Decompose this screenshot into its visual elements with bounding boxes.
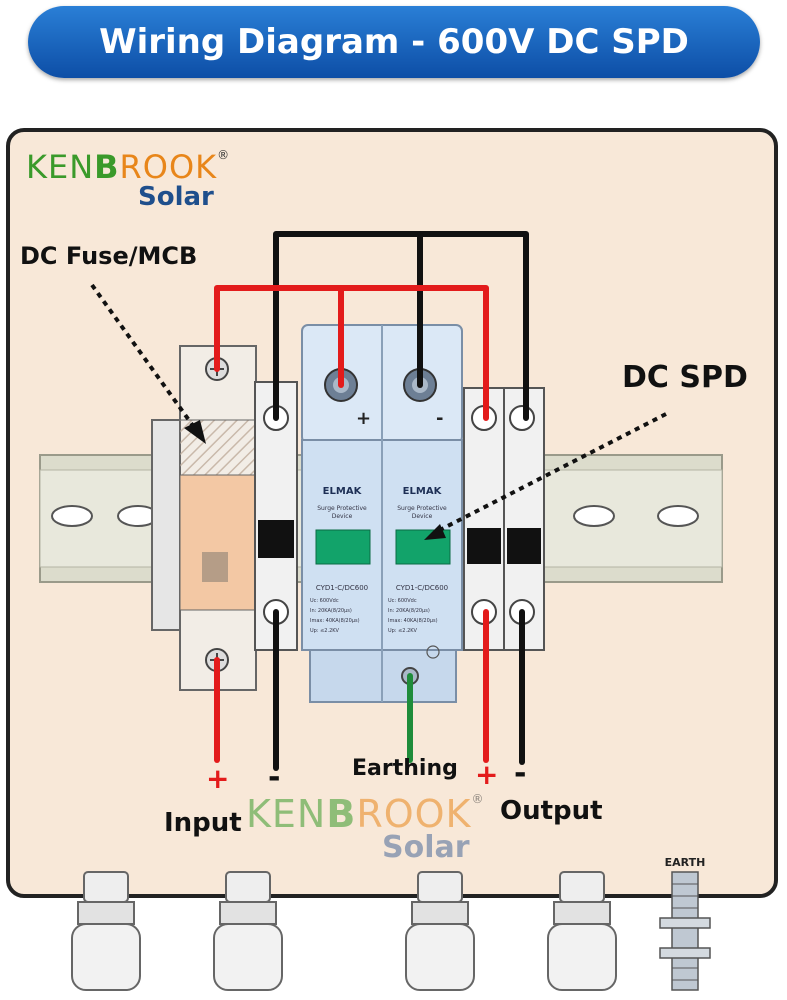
label-earthing: Earthing: [352, 756, 458, 781]
logo-solar: Solar: [138, 182, 214, 212]
cable-gland: [213, 871, 283, 991]
earth-bolt: EARTH: [659, 856, 711, 991]
spd-subtitle-right-1: Surge Protective: [397, 505, 447, 512]
label-output: Output: [500, 796, 603, 826]
arrow-dc-fuse: [90, 283, 206, 444]
terminal-block-output-positive: [463, 387, 505, 651]
spd-brand-right: ELMAK: [403, 486, 443, 497]
label-dc-spd: DC SPD: [622, 360, 748, 395]
spd-model-left: CYD1-C/DC600: [316, 584, 368, 592]
rail-slot: [573, 505, 615, 527]
title-banner: Wiring Diagram - 600V DC SPD: [28, 6, 760, 78]
dc-fuse-holder: [151, 345, 257, 691]
spd-spec-uc-right: Uc: 600Vdc: [388, 598, 417, 604]
spd-brand-left: ELMAK: [323, 486, 363, 497]
wires-negative: [273, 231, 529, 771]
logo-rook: ROOK: [119, 148, 218, 186]
spd-spec-in-left: In: 20KA(8/20μs): [310, 608, 352, 614]
spd-spec-up-left: Up: ≤2.2KV: [310, 628, 340, 634]
output-minus-sign: -: [514, 756, 527, 791]
input-plus-sign: +: [206, 762, 230, 795]
output-plus-sign: +: [475, 758, 499, 791]
spd-device: + - ELMAK ELMAK Surge Protective Device …: [301, 324, 463, 703]
rail-slot: [657, 505, 699, 527]
spd-window-left: [315, 529, 371, 565]
arrow-dc-spd: [424, 412, 667, 540]
watermark-registered: ®: [471, 792, 485, 806]
logo-registered: ®: [217, 148, 231, 162]
cable-gland: [405, 871, 475, 991]
label-dc-fuse: DC Fuse/MCB: [20, 242, 198, 270]
spd-terminal-plus: +: [356, 408, 371, 429]
watermark-solar: Solar: [382, 830, 470, 865]
logo-ken: KEN: [26, 148, 95, 186]
kenbrook-solar-logo: KENBROOK® Solar: [26, 148, 230, 212]
rail-slot: [51, 505, 93, 527]
input-minus-sign: -: [268, 760, 281, 795]
cable-gland: [71, 871, 141, 991]
spd-spec-imax-right: Imax: 40KA(8/20μs): [388, 618, 438, 624]
spd-model-right: CYD1-C/DC600: [396, 584, 448, 592]
wires-positive: [214, 285, 489, 763]
earth-tag: EARTH: [665, 856, 706, 869]
spd-terminal-minus: -: [436, 408, 443, 429]
watermark-rook: ROOK: [356, 792, 472, 836]
spd-spec-uc-left: Uc: 600Vdc: [310, 598, 339, 604]
earth-symbol-icon: [426, 645, 440, 659]
watermark-ken: KEN: [246, 792, 327, 836]
spd-spec-in-right: In: 20KA(8/20μs): [388, 608, 430, 614]
cable-gland: [547, 871, 617, 991]
logo-b: B: [94, 148, 120, 186]
spd-subtitle-left-2: Device: [332, 513, 353, 520]
spd-spec-imax-left: Imax: 40KA(8/20μs): [310, 618, 360, 624]
kenbrook-solar-watermark: KENBROOK® Solar: [246, 792, 484, 865]
label-input: Input: [164, 808, 242, 838]
watermark-b: B: [326, 792, 357, 836]
spd-spec-up-right: Up: ≤2.2KV: [388, 628, 418, 634]
spd-subtitle-right-2: Device: [412, 513, 433, 520]
spd-subtitle-left-1: Surge Protective: [317, 505, 367, 512]
